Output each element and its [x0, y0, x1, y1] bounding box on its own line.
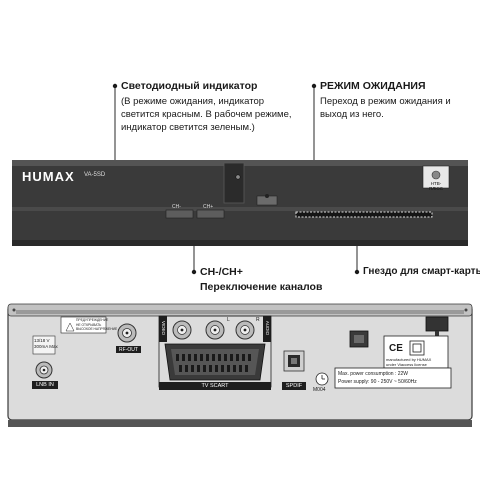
standby-title: РЕЖИМ ОЖИДАНИЯ: [320, 80, 426, 92]
rear-panel-rim-shadow: [16, 310, 464, 314]
lnb-spec-label: [32, 335, 56, 355]
power-label: [334, 367, 452, 389]
front-panel-ridge: [12, 207, 468, 211]
lnb-in-label: LNB IN: [36, 382, 54, 388]
standby-dot: [265, 194, 269, 198]
spdif-label-bg: [282, 382, 306, 390]
warning-triangle-icon: [65, 322, 75, 332]
smartcard-slot: [295, 211, 433, 218]
audio-l-label: L: [227, 317, 230, 323]
model-label: VA-5SD: [84, 172, 106, 178]
standby-description: Переход в режим ожидания и выход из него…: [320, 96, 451, 120]
audio-r-label: R: [256, 317, 260, 323]
tv-scart-label-bg: [159, 382, 271, 390]
ch-description: Переключение каналов: [200, 281, 323, 293]
standby-callout-dot: [311, 83, 317, 89]
rca-connectors: [172, 320, 255, 340]
ch-callout-dot: [191, 269, 197, 275]
brand-logo: HUMAX: [22, 169, 75, 184]
rf-out-label: RF-OUT: [119, 347, 138, 353]
spdif-label: SPDIF: [285, 383, 303, 389]
double-insulation-icon: [409, 340, 425, 356]
video-label-bg: [159, 316, 167, 342]
led-indicator: [235, 174, 241, 180]
ch-plus-button: [196, 209, 225, 219]
front-panel-base: [12, 240, 468, 246]
smartcard-title: Гнездо для смарт-карты: [363, 266, 480, 277]
rf-out-label-bg: [116, 346, 141, 353]
power-cord: [425, 316, 449, 332]
m004-label: M004: [313, 387, 326, 393]
ch-minus-button: [165, 209, 194, 219]
warning-text: ПРЕДУПРЕЖДЕНИЕ НЕ ОТКРЫВАТЬ ВЫСОКОЕ НАПР…: [76, 318, 118, 332]
ch-title: CH-/CH+: [200, 266, 243, 278]
ntv-badge-logo: [431, 170, 441, 180]
led-description: (В режиме ожидания, индикатор светится к…: [121, 96, 292, 133]
rear-panel-bottom-base: [8, 420, 472, 427]
ce-mark: CE: [389, 343, 403, 354]
video-label: VIDEO: [161, 320, 166, 335]
ch-plus-label: CH+: [203, 204, 214, 210]
tv-scart-label: TV SCART: [201, 383, 229, 389]
manufactured-text: manufactured by HUMAX under Viaccess lic…: [386, 357, 432, 367]
lnb-in-label-bg: [32, 381, 58, 389]
led-callout-dot: [112, 83, 118, 89]
audio-label: AUDIO: [265, 320, 270, 336]
led-title: Светодиодный индикатор: [121, 80, 258, 92]
audio-label-bg: [263, 316, 271, 342]
ntv-badge-label: НТВ-ПЛЮС: [429, 181, 443, 191]
ch-minus-label: CH-: [172, 204, 181, 210]
lnb-spec-text: 13/18 V 300mA Max: [34, 338, 58, 349]
power-info: Max. power consumption : 22W Power suppl…: [338, 371, 417, 385]
smartcard-callout-dot: [354, 269, 360, 275]
display-window: [223, 162, 245, 204]
